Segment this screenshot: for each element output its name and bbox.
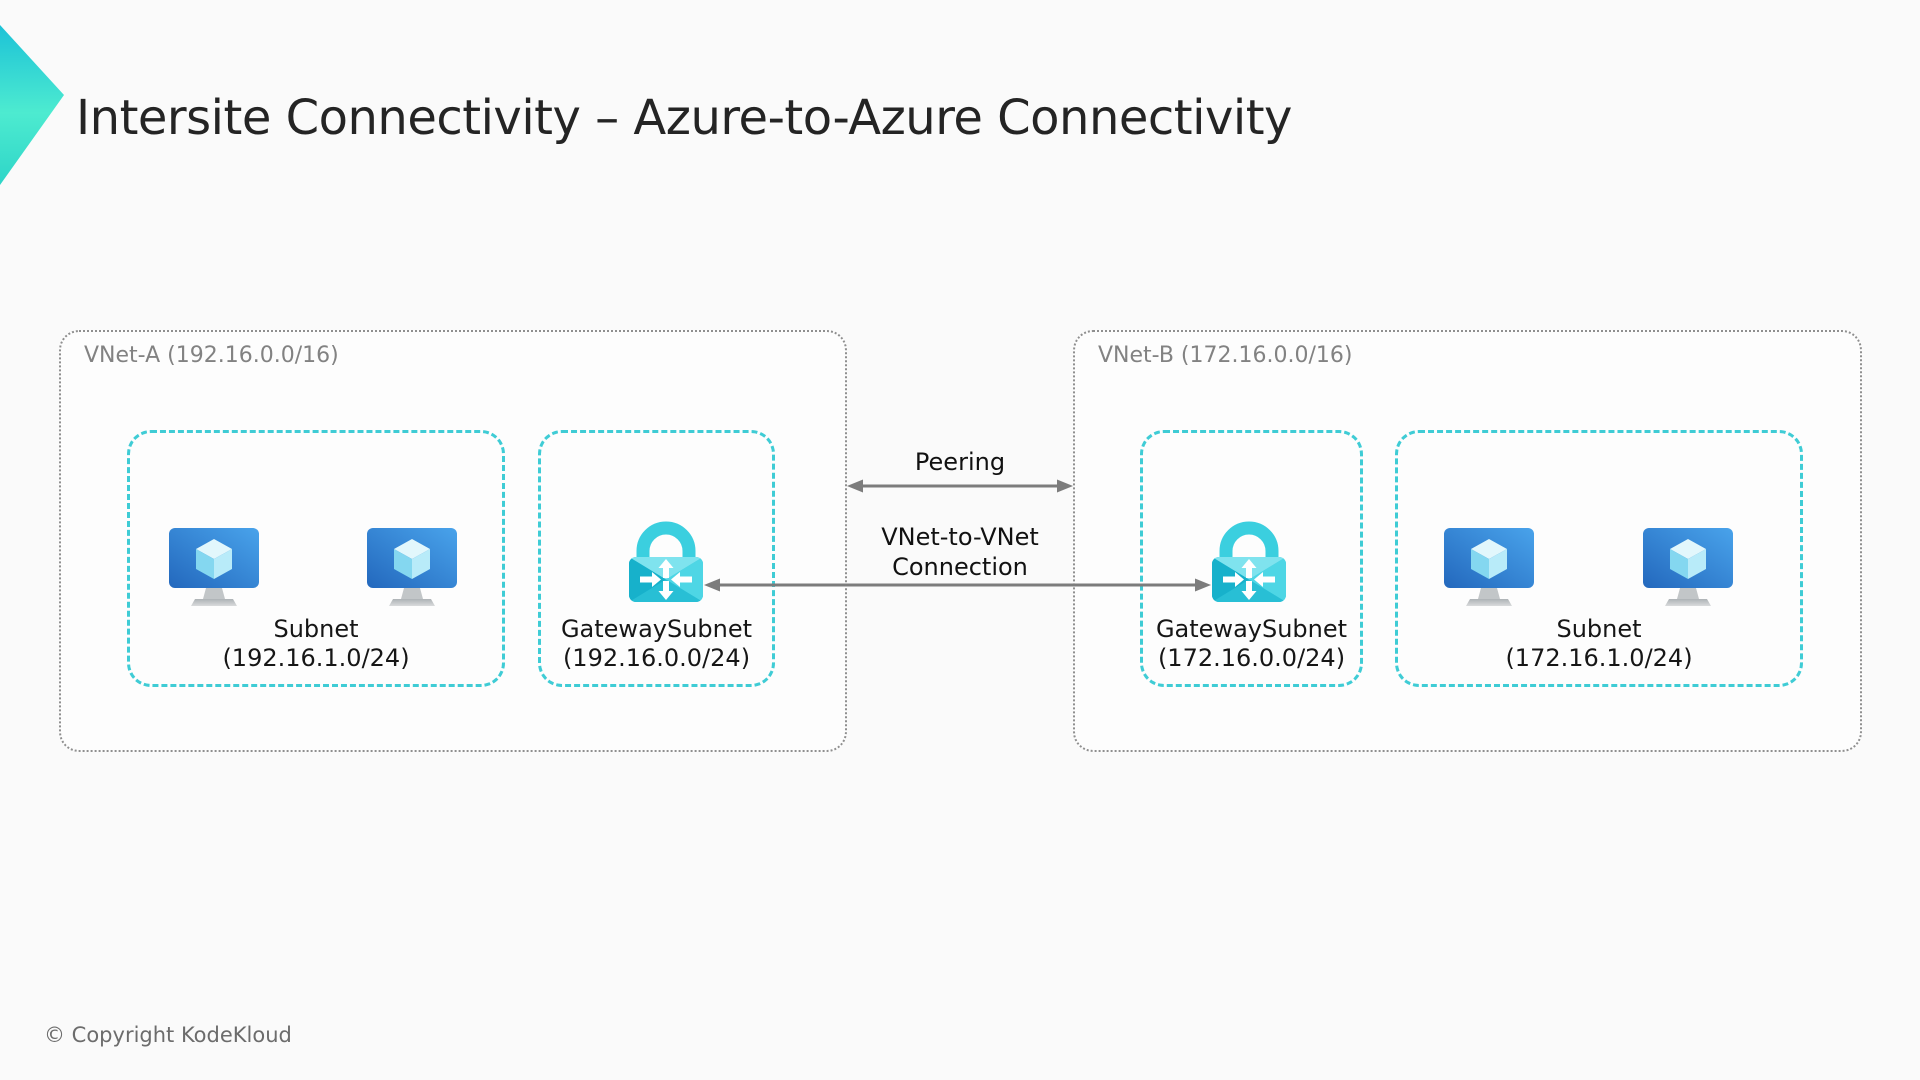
subnet-name: Subnet <box>273 615 359 643</box>
page-title: Intersite Connectivity – Azure-to-Azure … <box>76 90 1292 146</box>
vnet-b-gateway-subnet-label: GatewaySubnet (172.16.0.0/24) <box>1143 615 1360 673</box>
kodekloud-chevron-logo-icon <box>0 25 64 185</box>
vnet-a-subnet-box: Subnet (192.16.1.0/24) <box>127 430 505 687</box>
vnet-b-label: VNet-B (172.16.0.0/16) <box>1098 343 1353 368</box>
vm-icon <box>169 528 259 606</box>
gateway-subnet-name: GatewaySubnet <box>560 615 753 643</box>
gateway-subnet-cidr: (172.16.0.0/24) <box>1157 644 1346 672</box>
gateway-lock-icon <box>628 511 704 603</box>
vnet-a-subnet-label: Subnet (192.16.1.0/24) <box>130 615 502 673</box>
vnet-a-label: VNet-A (192.16.0.0/16) <box>84 343 339 368</box>
vnet-b-gateway-subnet-box: GatewaySubnet (172.16.0.0/24) <box>1140 430 1363 687</box>
vnet-to-vnet-label: VNet-to-VNet Connection <box>881 523 1039 581</box>
gateway-subnet-name: GatewaySubnet <box>1155 615 1348 643</box>
gateway-lock-icon <box>1211 511 1287 603</box>
gateway-subnet-cidr: (192.16.0.0/24) <box>562 644 751 672</box>
vm-icon <box>1643 528 1733 606</box>
subnet-cidr: (172.16.1.0/24) <box>1505 644 1693 672</box>
vnet-to-vnet-arrow <box>704 578 1211 592</box>
vm-icon <box>1444 528 1534 606</box>
copyright-text: © Copyright KodeKloud <box>44 1023 292 1047</box>
peering-arrow <box>847 479 1073 493</box>
vnet-a-gateway-subnet-box: GatewaySubnet (192.16.0.0/24) <box>538 430 775 687</box>
subnet-cidr: (192.16.1.0/24) <box>222 644 410 672</box>
vnet-b-subnet-label: Subnet (172.16.1.0/24) <box>1398 615 1800 673</box>
peering-label: Peering <box>914 448 1006 476</box>
vm-icon <box>367 528 457 606</box>
subnet-name: Subnet <box>1556 615 1642 643</box>
vnet-b-subnet-box: Subnet (172.16.1.0/24) <box>1395 430 1803 687</box>
vnet-a-gateway-subnet-label: GatewaySubnet (192.16.0.0/24) <box>541 615 772 673</box>
